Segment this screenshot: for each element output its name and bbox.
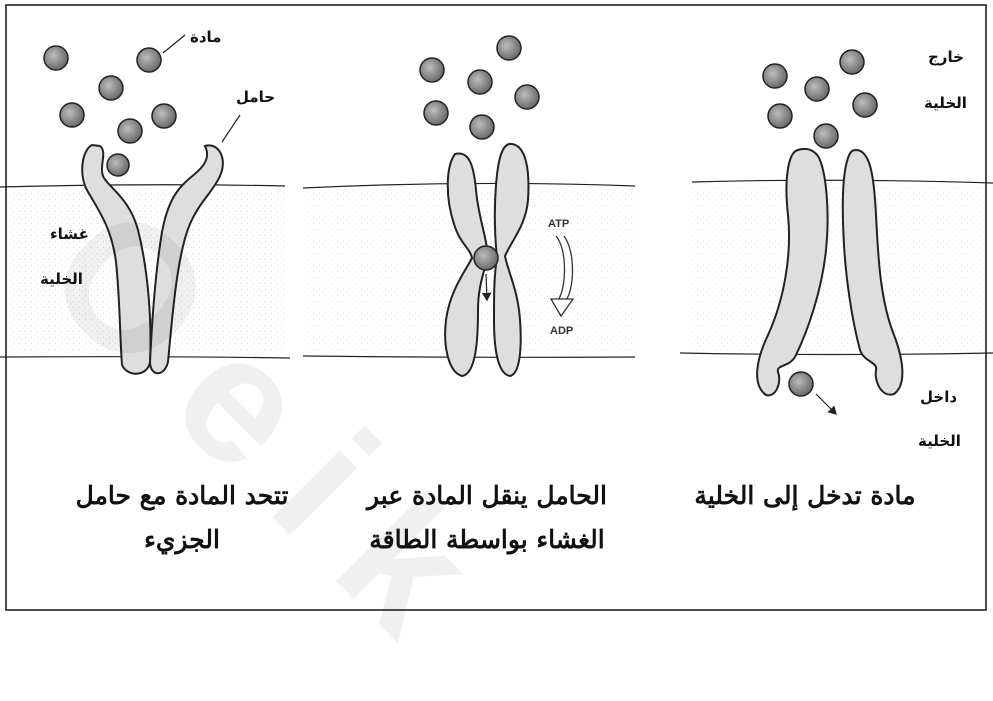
molecules-right — [763, 50, 877, 148]
label-outside-line2: الخلية — [924, 94, 967, 112]
label-adp: ADP — [550, 325, 573, 337]
molecules-left — [44, 46, 176, 143]
caption-middle-line2: الغشاء بواسطة الطاقة — [352, 518, 622, 562]
membrane-fill-right — [690, 186, 985, 351]
molecule-bound-left — [107, 154, 129, 176]
molecule-transit-middle — [474, 246, 498, 270]
label-outside-line1: خارج — [928, 48, 964, 66]
caption-left-line1: تتحد المادة مع حامل — [62, 474, 302, 518]
caption-right-line1: مادة تدخل إلى الخلية — [680, 474, 930, 518]
caption-middle: الحامل ينقل المادة عبر الغشاء بواسطة الط… — [352, 474, 622, 562]
label-substance: مادة — [190, 28, 221, 46]
caption-right: مادة تدخل إلى الخلية — [680, 474, 930, 518]
substance-pointer — [163, 35, 185, 53]
label-inside-line1: داخل — [920, 388, 957, 406]
label-membrane-line2: الخلية — [40, 270, 83, 288]
caption-middle-line1: الحامل ينقل المادة عبر — [352, 474, 622, 518]
label-atp: ATP — [548, 218, 569, 230]
carrier-pointer — [222, 115, 240, 142]
caption-left: تتحد المادة مع حامل الجزيء — [62, 474, 302, 562]
label-inside-line2: الخلية — [918, 432, 961, 450]
molecule-inside-right — [789, 372, 813, 396]
label-membrane-line1: غشاء — [50, 225, 89, 243]
caption-left-line2: الجزيء — [62, 518, 302, 562]
molecules-middle — [420, 36, 539, 139]
transport-diagram: Oeik مادة حامل غشاء الخلية خارج الخلية د… — [0, 0, 993, 617]
label-carrier: حامل — [236, 88, 275, 106]
entry-arrow — [816, 394, 836, 414]
